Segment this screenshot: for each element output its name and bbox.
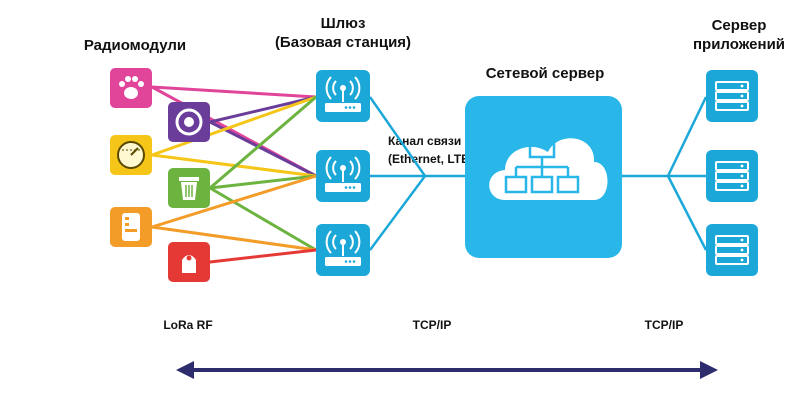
gateway-2-icon xyxy=(316,150,370,202)
thermostat-icon xyxy=(110,207,152,247)
meter-gauge-icon xyxy=(110,135,152,175)
app-server-2-icon xyxy=(706,150,758,202)
network-hierarchy-icon xyxy=(504,138,580,194)
tag-tracker-icon xyxy=(168,242,210,282)
smoke-detector-icon xyxy=(168,102,210,142)
network-server-heading: Сетевой сервер xyxy=(485,65,605,82)
gateways xyxy=(316,70,370,276)
app-server-1-icon xyxy=(706,70,758,122)
double-arrow-icon xyxy=(176,361,718,379)
app-servers xyxy=(706,70,758,276)
gateway-1-icon xyxy=(316,70,370,122)
gateway-3-icon xyxy=(316,224,370,276)
tcp-right-protocol-label: TCP/IP xyxy=(644,318,684,332)
app-server-heading: Сервер приложений xyxy=(692,17,786,53)
lora-protocol-label: LoRa RF xyxy=(163,318,213,332)
lora-links xyxy=(150,85,318,264)
backhaul-links xyxy=(368,96,465,251)
network-server-cloud-icon xyxy=(465,96,622,258)
waste-bin-icon xyxy=(168,168,210,208)
tcp-left-protocol-label: TCP/IP xyxy=(412,318,452,332)
app-server-3-icon xyxy=(706,224,758,276)
gateway-heading: Шлюз (Базовая станция) xyxy=(274,15,412,51)
radiomodules-heading: Радиомодули xyxy=(83,37,187,54)
app-links xyxy=(622,96,708,251)
pet-tracker-icon xyxy=(110,68,152,108)
